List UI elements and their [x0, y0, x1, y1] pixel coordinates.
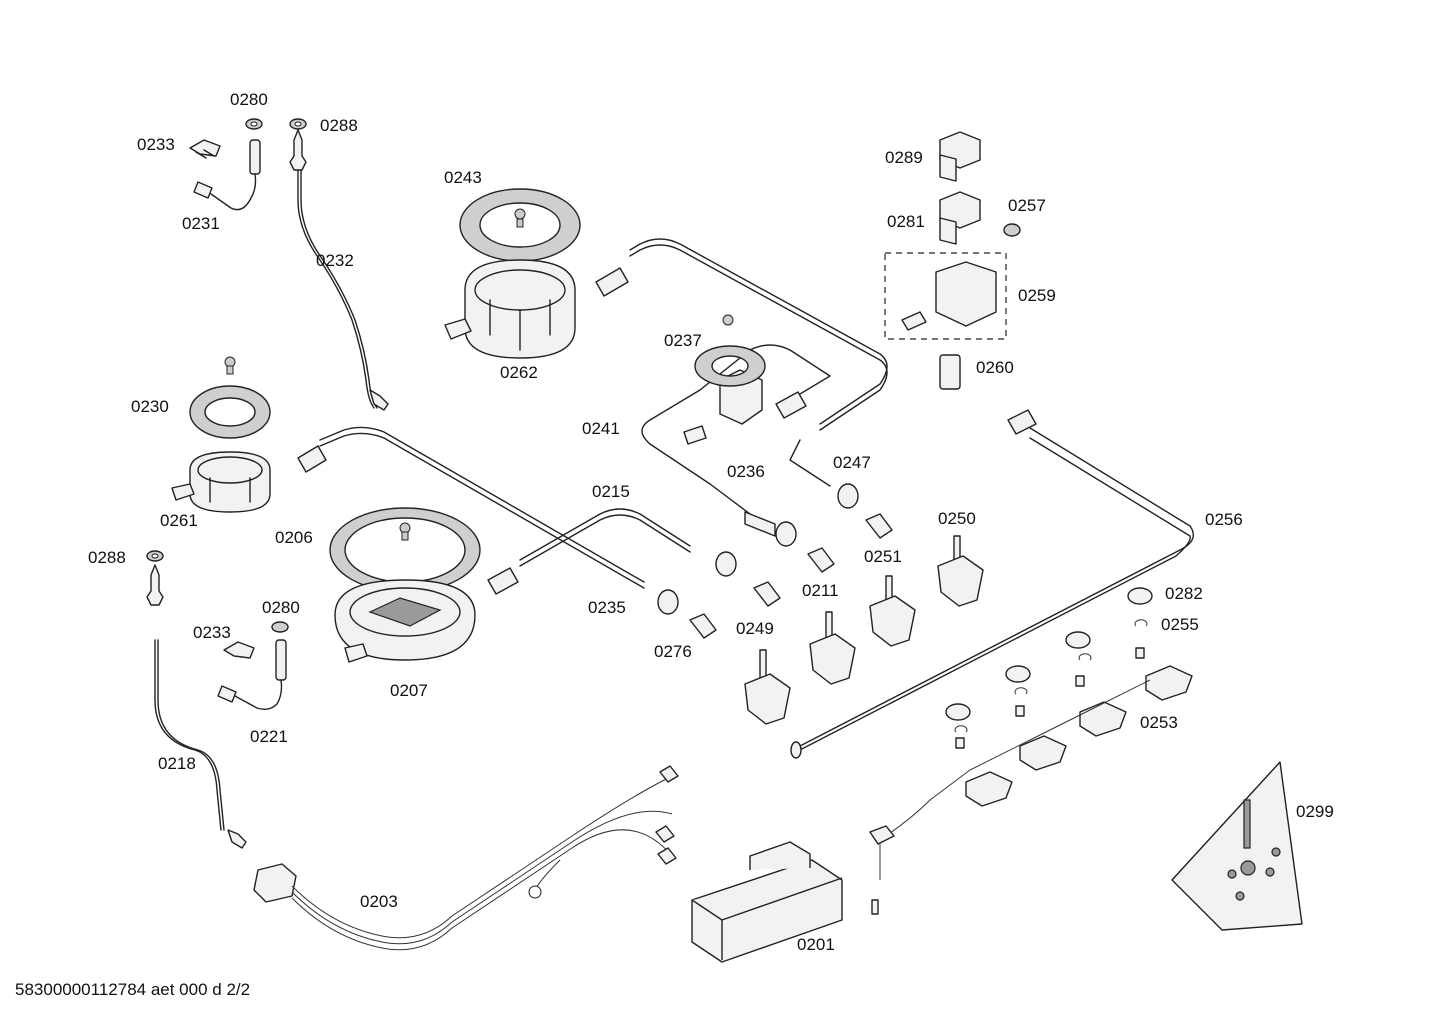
callout-0262: 0262	[500, 363, 538, 382]
callout-labels: 0280 0288 0233 0231 0232 0243 0262 0230 …	[88, 90, 1334, 954]
callout-0260: 0260	[976, 358, 1014, 377]
ignition-switches	[869, 587, 1193, 915]
callout-0241: 0241	[582, 419, 620, 438]
callout-0232: 0232	[316, 251, 354, 270]
callout-0276: 0276	[654, 642, 692, 661]
callout-0261: 0261	[160, 511, 198, 530]
valves-and-injectors	[683, 314, 984, 725]
callout-0206: 0206	[275, 528, 313, 547]
callout-0280-top: 0280	[230, 90, 268, 109]
document-code: 58300000112784 aet 000 d 2/2	[15, 980, 251, 999]
callout-0249: 0249	[736, 619, 774, 638]
callout-0280-bottom: 0280	[262, 598, 300, 617]
callout-0218: 0218	[158, 754, 196, 773]
burner-cup-wok	[329, 507, 481, 663]
callout-0255: 0255	[1161, 615, 1199, 634]
callout-0282: 0282	[1165, 584, 1203, 603]
callout-0235: 0235	[588, 598, 626, 617]
ignition-electrode-group-top	[189, 118, 389, 411]
callout-0288-top: 0288	[320, 116, 358, 135]
callout-0257: 0257	[1008, 196, 1046, 215]
callout-0233-bottom: 0233	[193, 623, 231, 642]
wiring-harness	[253, 765, 679, 951]
callout-0233-top: 0233	[137, 135, 175, 154]
gas-pipes	[297, 238, 1194, 759]
ignition-electrode-group-bottom	[146, 550, 289, 849]
callout-0231: 0231	[182, 214, 220, 233]
callout-0243: 0243	[444, 168, 482, 187]
ignition-module	[691, 841, 843, 963]
callout-0236: 0236	[727, 462, 765, 481]
burner-cup-front-left	[171, 356, 271, 513]
callout-0281: 0281	[887, 212, 925, 231]
callout-0201: 0201	[797, 935, 835, 954]
callout-0247: 0247	[833, 453, 871, 472]
callout-0256: 0256	[1205, 510, 1243, 529]
fastener-kit-bag	[1171, 761, 1303, 931]
callout-0203: 0203	[360, 892, 398, 911]
callout-0289: 0289	[885, 148, 923, 167]
callout-0250: 0250	[938, 509, 976, 528]
callout-0237: 0237	[664, 331, 702, 350]
callout-0251: 0251	[864, 547, 902, 566]
callout-0259: 0259	[1018, 286, 1056, 305]
callout-0207: 0207	[390, 681, 428, 700]
callout-0230: 0230	[131, 397, 169, 416]
callout-0221: 0221	[250, 727, 288, 746]
burner-cup-rear-left	[444, 188, 581, 359]
callout-0299: 0299	[1296, 802, 1334, 821]
callout-0253: 0253	[1140, 713, 1178, 732]
gas-inlet-fittings	[884, 131, 1021, 390]
callout-0288-bottom: 0288	[88, 548, 126, 567]
callout-0211: 0211	[802, 581, 839, 600]
callout-0215: 0215	[592, 482, 630, 501]
